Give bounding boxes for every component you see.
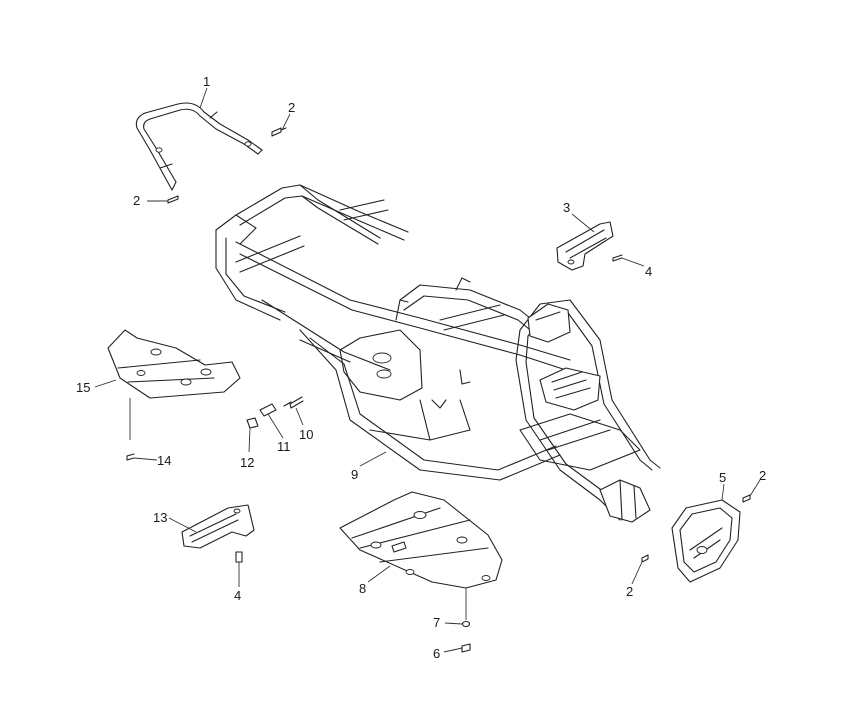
callout-label: 2 <box>759 468 766 483</box>
part-spacer <box>259 403 277 417</box>
callout-label: 14 <box>157 453 171 468</box>
part-rear-grab-rail <box>135 102 263 191</box>
bolt-4-upper <box>612 254 623 262</box>
part-nut <box>246 417 259 429</box>
part-left-floor-guard <box>107 329 241 399</box>
callout-label: 15 <box>76 380 90 395</box>
bolt-2-top <box>271 127 287 137</box>
callout-label: 6 <box>433 646 440 661</box>
callout-label: 2 <box>133 193 140 208</box>
callout-label: 4 <box>645 264 652 279</box>
part-bolt-6 <box>461 643 471 653</box>
part-pin-bolt <box>283 396 304 409</box>
callout-label: 2 <box>626 584 633 599</box>
callout-label: 1 <box>203 74 210 89</box>
part-washer <box>461 620 471 628</box>
leader-lines <box>94 87 761 653</box>
part-right-footrest-bracket <box>556 221 614 271</box>
part-front-bumper <box>671 499 741 583</box>
callout-label: 13 <box>153 510 167 525</box>
bolt-14 <box>126 453 135 461</box>
callout-labels: 1 2 2 3 4 15 11 10 12 14 9 13 4 8 7 6 5 … <box>76 74 766 661</box>
bolt-4-lower <box>235 551 243 563</box>
callout-label: 2 <box>288 100 295 115</box>
callout-label: 7 <box>433 615 440 630</box>
bolt-2-right-lower <box>641 554 649 563</box>
callout-label: 5 <box>719 470 726 485</box>
callout-label: 12 <box>240 455 254 470</box>
callout-label: 10 <box>299 427 313 442</box>
callout-label: 4 <box>234 588 241 603</box>
callout-label: 9 <box>351 467 358 482</box>
part-main-frame <box>215 184 661 523</box>
callout-label: 3 <box>563 200 570 215</box>
part-skid-plate <box>339 491 503 589</box>
bolt-2-right-upper <box>742 494 751 503</box>
callout-label: 8 <box>359 581 366 596</box>
callout-label: 11 <box>277 439 291 454</box>
part-left-footrest-bracket <box>181 504 255 549</box>
bolt-2-left <box>167 195 179 204</box>
